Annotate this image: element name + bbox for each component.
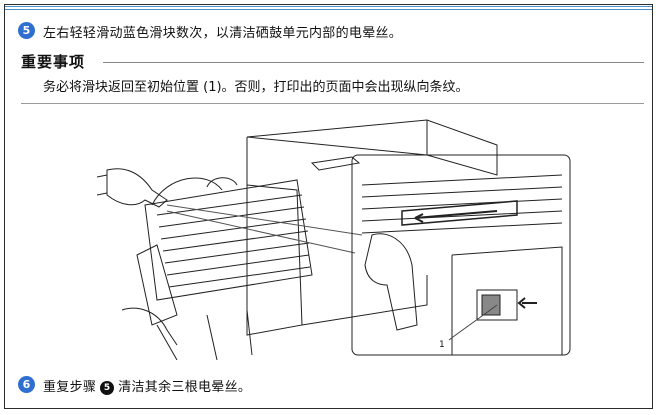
step6-text-after: 清洁其余三根电晕丝。 — [118, 380, 252, 395]
step5-text: 左右轻轻滑动蓝色滑块数次，以清洁硒鼓单元内部的电晕丝。 — [43, 26, 403, 41]
page-frame: 5 左右轻轻滑动蓝色滑块数次，以清洁硒鼓单元内部的电晕丝。 重要事项 务必将滑块… — [4, 4, 653, 409]
step6-number-badge: 6 — [18, 376, 35, 393]
printer-illustration: 1 — [97, 119, 571, 360]
drum-unit — [144, 179, 313, 301]
step5-number-badge: 5 — [18, 22, 35, 39]
important-bottom-rule — [21, 103, 644, 104]
important-title-rule — [103, 62, 644, 63]
callout-label-1: 1 — [439, 340, 445, 350]
slider-detail — [476, 289, 518, 321]
left-hand — [106, 168, 168, 208]
step6-text-before: 重复步骤 — [43, 380, 97, 395]
step-ref-badge: 5 — [100, 381, 115, 395]
top-rule — [5, 6, 652, 7]
printer-top-panel — [246, 119, 498, 176]
zoom-hand — [364, 233, 418, 331]
important-body: 务必将滑块返回至初始位置 (1)。否则，打印出的页面中会出现纵向条纹。 — [43, 80, 469, 95]
zoom-inset — [351, 154, 571, 356]
important-title: 重要事项 — [21, 53, 86, 71]
top-rule-inner — [5, 9, 652, 10]
